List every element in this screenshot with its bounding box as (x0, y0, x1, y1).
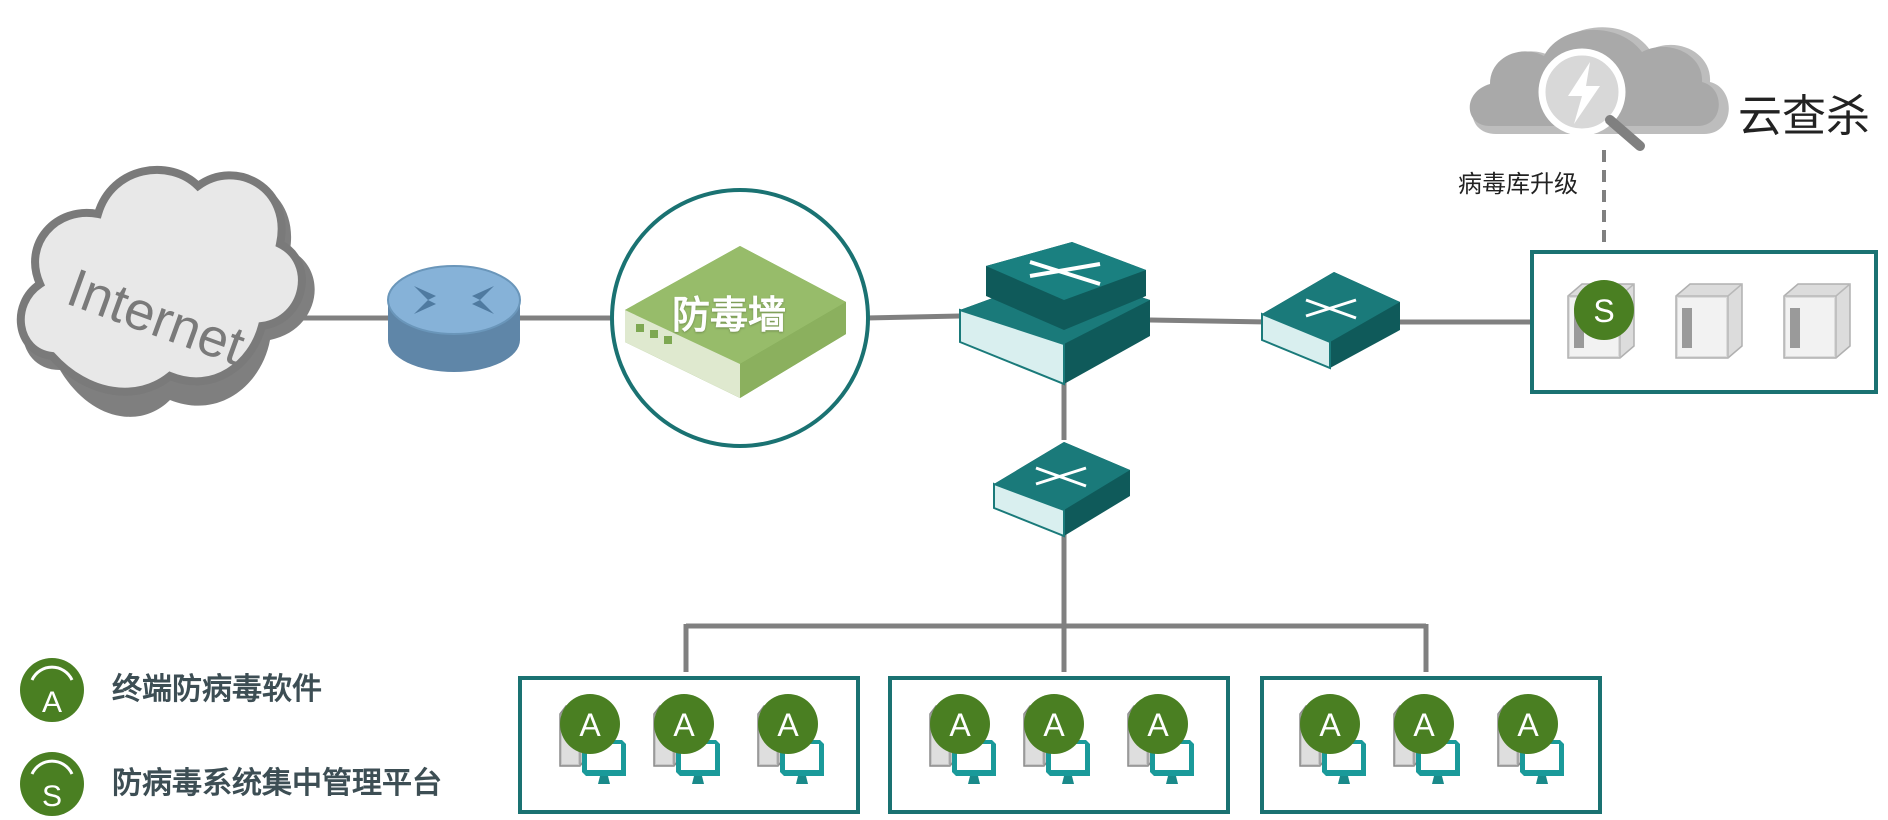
client-computer: A (1497, 694, 1565, 785)
legend-s-label: 防病毒系统集中管理平台 (112, 766, 442, 801)
client-badge (1394, 694, 1454, 754)
firewall-icon (610, 188, 870, 448)
client-badge (758, 694, 818, 754)
client-badge (1128, 694, 1188, 754)
client-badge (1300, 694, 1360, 754)
firewall-label: 防毒墙 (672, 293, 787, 337)
client-badge-letter: A (1319, 707, 1341, 743)
virus-update-label: 病毒库升级 (1458, 170, 1578, 198)
client-badge (654, 694, 714, 754)
legend-a-label: 终端防病毒软件 (112, 672, 322, 707)
legend-s-letter: S (42, 780, 62, 813)
client-computer: A (1299, 694, 1367, 785)
client-badge (560, 694, 620, 754)
client-computer: A (1023, 694, 1091, 785)
client-computer: A (653, 694, 721, 785)
client-computer: A (1127, 694, 1195, 785)
client-badge-letter: A (1413, 707, 1435, 743)
core-switch-icon (959, 242, 1150, 386)
client-badge (930, 694, 990, 754)
client-computer: A (1393, 694, 1461, 785)
server-group: S (1530, 250, 1878, 394)
client-computer: A (929, 694, 997, 785)
router-icon (387, 265, 521, 372)
client-badge (1024, 694, 1084, 754)
client-badge-letter: A (1517, 707, 1539, 743)
cloud-scan-icon (1469, 27, 1729, 151)
client-computer: A (757, 694, 825, 785)
client-badge-letter: A (1147, 707, 1169, 743)
access-switch-lower-icon (993, 442, 1130, 538)
server-badge-letter: S (1593, 293, 1614, 329)
client-badge-letter: A (579, 707, 601, 743)
client-badge-letter: A (1043, 707, 1065, 743)
client-badge-letter: A (949, 707, 971, 743)
client-badge (1498, 694, 1558, 754)
client-computer: A (559, 694, 627, 785)
access-switch-right-icon (1261, 272, 1400, 370)
legend-s-icon: S (20, 752, 84, 816)
client-badge-letter: A (673, 707, 695, 743)
cloud-scan-label: 云查杀 (1738, 91, 1870, 142)
legend-a-letter: A (42, 686, 62, 719)
internet-cloud-icon: Internet (16, 165, 315, 417)
connection-lines (270, 313, 1532, 672)
legend-a-icon: A (20, 658, 84, 722)
client-badge-letter: A (777, 707, 799, 743)
